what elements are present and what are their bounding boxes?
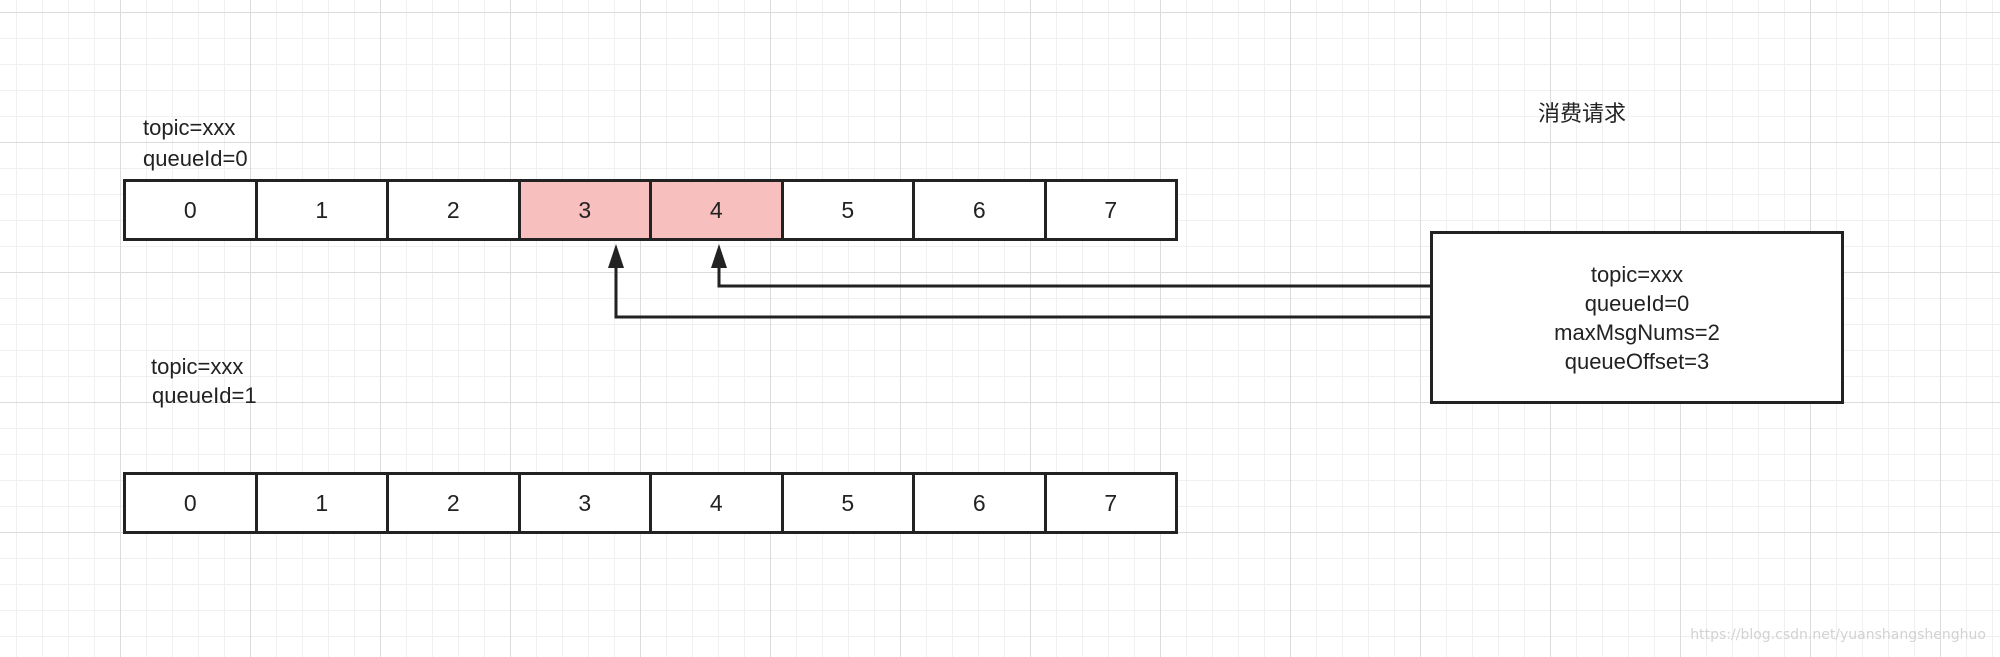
- watermark: https://blog.csdn.net/yuanshangshenghuo: [1690, 627, 1986, 643]
- queue-1-cell: 7: [1046, 475, 1175, 531]
- queue-1-cell: 6: [915, 475, 1047, 531]
- queue-1-cell: 5: [783, 475, 915, 531]
- request-max-msg-nums: maxMsgNums=2: [1554, 319, 1720, 345]
- queue-0-cell: 0: [126, 182, 258, 238]
- arrow-head-offset-3: [608, 244, 624, 268]
- queue-0-id-label: queueId=0: [143, 146, 248, 171]
- queue-0-cell: 1: [257, 182, 389, 238]
- queue-0-cell: 5: [783, 182, 915, 238]
- queue-0: 0 1 2 3 4 5 6 7: [123, 179, 1178, 241]
- request-queue-offset: queueOffset=3: [1564, 348, 1710, 374]
- queue-0-cell: 6: [915, 182, 1047, 238]
- queue-0-cell-highlighted: 4: [652, 182, 784, 238]
- consume-request-title: 消费请求: [1538, 102, 1627, 127]
- request-queue-id: queueId=0: [1584, 290, 1690, 316]
- queue-1-cell: 2: [389, 475, 521, 531]
- arrow-to-offset-3: [614, 260, 1430, 319]
- queue-0-cell: 7: [1046, 182, 1175, 238]
- queue-0-cell: 2: [389, 182, 521, 238]
- queue-1-cell: 1: [257, 475, 389, 531]
- queue-1: 0 1 2 3 4 5 6 7: [123, 472, 1178, 534]
- queue-0-cell-highlighted: 3: [520, 182, 652, 238]
- arrow-head-offset-4: [711, 244, 727, 268]
- queue-1-cell: 4: [652, 475, 784, 531]
- request-topic: topic=xxx: [1590, 261, 1684, 287]
- consume-request-box: topic=xxx queueId=0 maxMsgNums=2 queueOf…: [1430, 231, 1844, 404]
- queue-0-topic-label: topic=xxx: [143, 115, 236, 140]
- queue-1-topic-label: topic=xxx: [151, 354, 244, 379]
- arrow-to-offset-4: [717, 260, 1430, 288]
- queue-1-id-label: queueId=1: [152, 383, 257, 408]
- queue-1-cell: 3: [520, 475, 652, 531]
- queue-1-cell: 0: [126, 475, 258, 531]
